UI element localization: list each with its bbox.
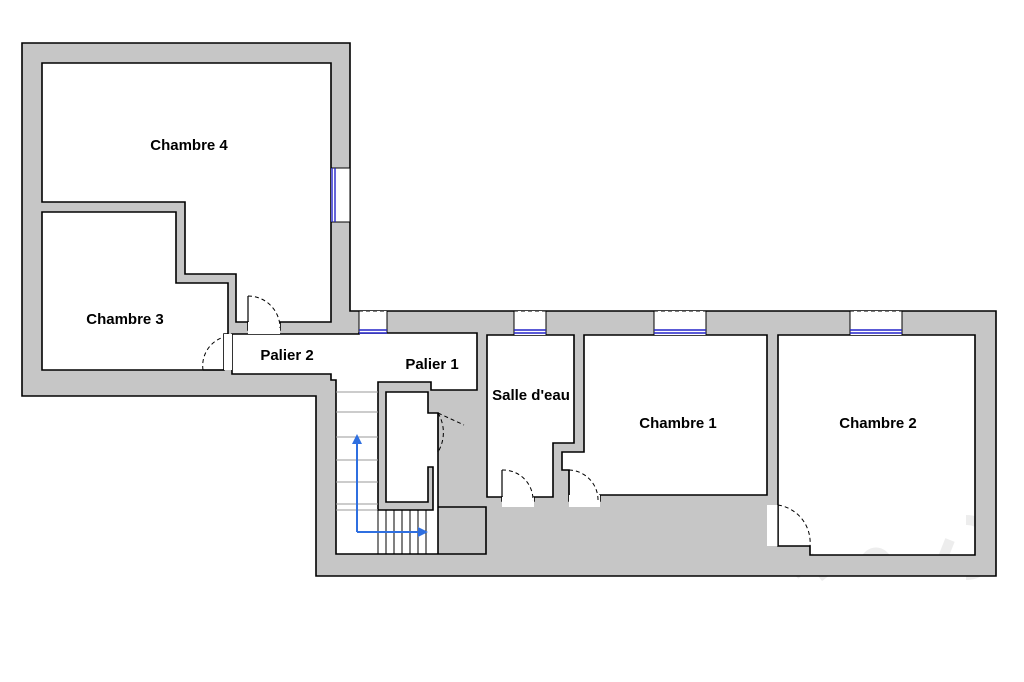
walls [21, 42, 997, 577]
room-label-palier1: Palier 1 [405, 356, 458, 373]
doors [202, 295, 811, 547]
room-label-salle-eau: Salle d'eau [492, 387, 570, 404]
room-label-chambre2: Chambre 2 [839, 415, 917, 432]
room-labels: Chambre 4 Chambre 3 Palier 2 Palier 1 Sa… [86, 137, 917, 432]
room-label-chambre4: Chambre 4 [150, 137, 228, 154]
room-label-palier2: Palier 2 [260, 347, 313, 364]
windows [331, 167, 903, 335]
staircase [336, 391, 428, 554]
room-label-chambre3: Chambre 3 [86, 311, 164, 328]
room-label-chambre1: Chambre 1 [639, 415, 717, 432]
